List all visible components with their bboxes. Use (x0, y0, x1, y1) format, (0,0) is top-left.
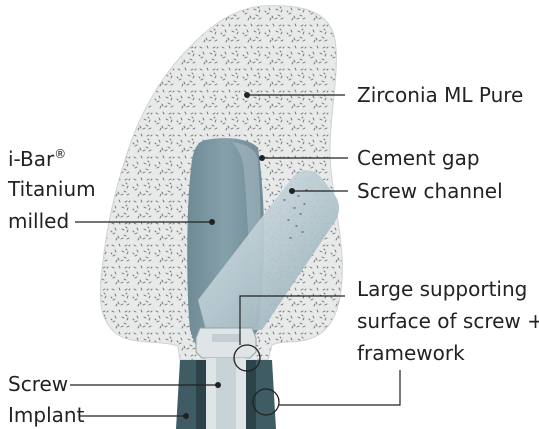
label-support-line1: Large supporting (357, 277, 527, 301)
screw-head-slot (212, 334, 240, 342)
leader-support-lower (279, 370, 400, 405)
leader-dot-screw (215, 382, 221, 388)
label-ibar-registered: ® (54, 147, 66, 161)
label-support-line2: surface of screw + (357, 309, 539, 333)
leader-dot-implant (183, 413, 189, 419)
label-ibar-material: Titanium (7, 177, 96, 201)
label-implant: Implant (8, 403, 85, 427)
screw-shaft-core (216, 358, 236, 429)
label-cement-gap: Cement gap (357, 146, 480, 170)
label-screw: Screw (8, 372, 68, 396)
leader-dot-screw-channel (289, 188, 295, 194)
leader-dot-cement-gap (259, 155, 265, 161)
label-ibar-name: i-Bar (8, 147, 55, 171)
label-ibar-process: milled (8, 209, 69, 233)
label-zirconia: Zirconia ML Pure (357, 83, 523, 107)
label-screw-channel: Screw channel (357, 179, 503, 203)
leader-dot-ibar (209, 219, 215, 225)
screw-head-shape (196, 328, 256, 358)
implant-inner-left (196, 360, 206, 429)
leader-dot-zirconia (244, 92, 250, 98)
label-support-line3: framework (357, 341, 465, 365)
label-ibar: i-Bar® (8, 147, 66, 171)
